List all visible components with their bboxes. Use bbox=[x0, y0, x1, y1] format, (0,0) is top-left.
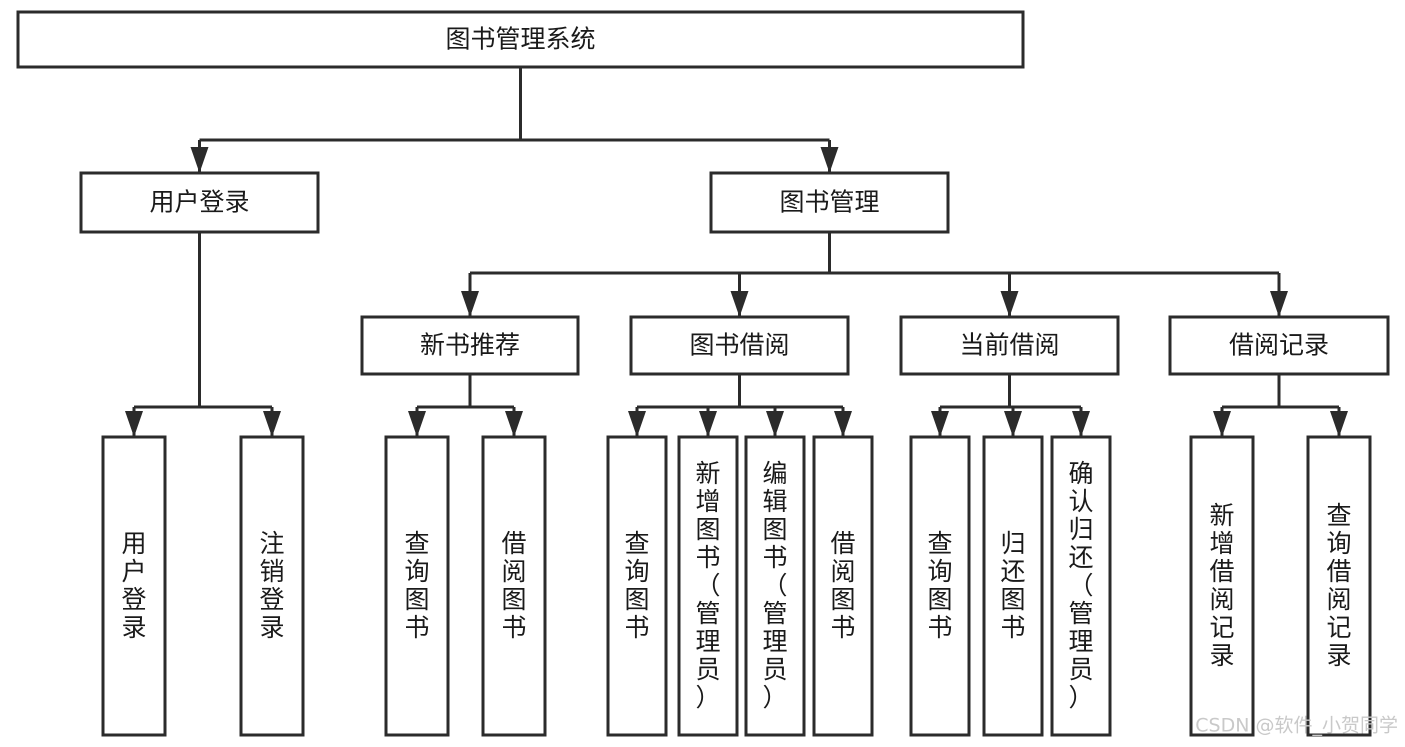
node-box[interactable] bbox=[629, 315, 850, 376]
arrow-head-icon bbox=[408, 411, 426, 437]
node-label: 图书管理 bbox=[779, 188, 879, 217]
node-root[interactable]: 图书管理系统 bbox=[16, 10, 1025, 69]
node-label: 借阅图书 bbox=[830, 529, 855, 642]
node-label: 注销登录 bbox=[259, 529, 284, 642]
node-box[interactable] bbox=[606, 435, 668, 737]
node-box[interactable] bbox=[239, 435, 305, 737]
node-leaf_add_rec[interactable]: 新增借阅记录 bbox=[1189, 435, 1255, 737]
arrow-head-icon bbox=[461, 291, 479, 317]
node-label: 新书推荐 bbox=[420, 331, 520, 360]
node-label: 图书管理系统 bbox=[445, 25, 595, 54]
node-label: 查询图书 bbox=[624, 529, 649, 642]
node-box[interactable] bbox=[1189, 435, 1255, 737]
arrow-head-icon bbox=[1000, 291, 1019, 317]
arrow-head-icon bbox=[1270, 291, 1288, 317]
edge-group-book_manage bbox=[461, 232, 1288, 317]
edge-group-borrow_record bbox=[1213, 374, 1348, 437]
arrow-head-icon bbox=[1004, 411, 1022, 437]
node-label: 借阅图书 bbox=[501, 529, 526, 642]
nodes-layer: 图书管理系统用户登录图书管理新书推荐图书借阅当前借阅借阅记录用户登录注销登录查询… bbox=[16, 10, 1390, 737]
arrow-head-icon bbox=[1330, 411, 1348, 437]
node-current_borrow[interactable]: 当前借阅 bbox=[899, 315, 1120, 376]
node-label: 查询图书 bbox=[404, 529, 429, 642]
arrow-head-icon bbox=[505, 411, 523, 437]
arrow-head-icon bbox=[699, 411, 717, 437]
arrow-head-icon bbox=[1072, 411, 1090, 437]
node-label: 用户登录 bbox=[121, 529, 146, 642]
node-label: 查询借阅记录 bbox=[1326, 501, 1351, 670]
node-book_manage[interactable]: 图书管理 bbox=[709, 171, 950, 234]
node-box[interactable] bbox=[1306, 435, 1372, 737]
node-box[interactable] bbox=[677, 435, 739, 737]
node-borrow_record[interactable]: 借阅记录 bbox=[1168, 315, 1390, 376]
node-leaf_add_book[interactable]: 新增图书（管理员） bbox=[677, 435, 739, 737]
arrow-head-icon bbox=[263, 411, 281, 437]
node-label: 新增借阅记录 bbox=[1209, 501, 1234, 670]
arrow-head-icon bbox=[125, 411, 143, 437]
arrow-head-icon bbox=[766, 411, 784, 437]
node-leaf_return[interactable]: 归还图书 bbox=[982, 435, 1044, 737]
arrow-head-icon bbox=[834, 411, 852, 437]
node-box[interactable] bbox=[79, 171, 320, 234]
node-box[interactable] bbox=[1050, 435, 1112, 737]
node-box[interactable] bbox=[812, 435, 874, 737]
node-label: 归还图书 bbox=[1000, 529, 1025, 642]
node-box[interactable] bbox=[709, 171, 950, 234]
node-box[interactable] bbox=[101, 435, 167, 737]
node-leaf_user_login[interactable]: 用户登录 bbox=[101, 435, 167, 737]
node-leaf_conf_ret[interactable]: 确认归还（管理员） bbox=[1050, 435, 1112, 737]
arrow-head-icon bbox=[931, 411, 949, 437]
node-leaf_edit_book[interactable]: 编辑图书（管理员） bbox=[744, 435, 806, 737]
node-box[interactable] bbox=[982, 435, 1044, 737]
node-leaf_query_b1[interactable]: 查询图书 bbox=[384, 435, 450, 737]
node-box[interactable] bbox=[384, 435, 450, 737]
node-label: 编辑图书（管理员） bbox=[762, 459, 787, 712]
node-box[interactable] bbox=[360, 315, 580, 376]
node-label: 借阅记录 bbox=[1229, 331, 1329, 360]
edge-group-new_book_rec bbox=[408, 374, 523, 437]
arrow-head-icon bbox=[190, 147, 209, 173]
edge-group-current_borrow bbox=[931, 374, 1090, 437]
node-box[interactable] bbox=[481, 435, 547, 737]
node-label: 新增图书（管理员） bbox=[695, 459, 720, 712]
node-label: 用户登录 bbox=[149, 188, 249, 217]
node-label: 当前借阅 bbox=[959, 331, 1059, 360]
node-new_book_rec[interactable]: 新书推荐 bbox=[360, 315, 580, 376]
arrow-head-icon bbox=[1213, 411, 1231, 437]
node-leaf_query_rec[interactable]: 查询借阅记录 bbox=[1306, 435, 1372, 737]
node-label: 确认归还（管理员） bbox=[1068, 459, 1093, 712]
node-leaf_logout[interactable]: 注销登录 bbox=[239, 435, 305, 737]
edge-group-root bbox=[190, 67, 839, 173]
node-box[interactable] bbox=[1168, 315, 1390, 376]
edge-group-user_login bbox=[125, 232, 281, 437]
node-leaf_borrow_b2[interactable]: 借阅图书 bbox=[812, 435, 874, 737]
arrow-head-icon bbox=[628, 411, 646, 437]
node-box[interactable] bbox=[899, 315, 1120, 376]
node-box[interactable] bbox=[16, 10, 1025, 69]
csdn-watermark: CSDN @软件_小贺同学 bbox=[1195, 715, 1398, 737]
node-leaf_query_b2[interactable]: 查询图书 bbox=[606, 435, 668, 737]
arrow-head-icon bbox=[820, 147, 839, 173]
node-user_login[interactable]: 用户登录 bbox=[79, 171, 320, 234]
edges-layer bbox=[125, 67, 1348, 437]
node-book_borrow[interactable]: 图书借阅 bbox=[629, 315, 850, 376]
arrow-head-icon bbox=[730, 291, 749, 317]
node-label: 查询图书 bbox=[927, 529, 952, 642]
edge-group-book_borrow bbox=[628, 374, 852, 437]
node-leaf_query_b3[interactable]: 查询图书 bbox=[909, 435, 971, 737]
node-leaf_borrow_b1[interactable]: 借阅图书 bbox=[481, 435, 547, 737]
node-box[interactable] bbox=[744, 435, 806, 737]
node-label: 图书借阅 bbox=[689, 331, 789, 360]
node-box[interactable] bbox=[909, 435, 971, 737]
